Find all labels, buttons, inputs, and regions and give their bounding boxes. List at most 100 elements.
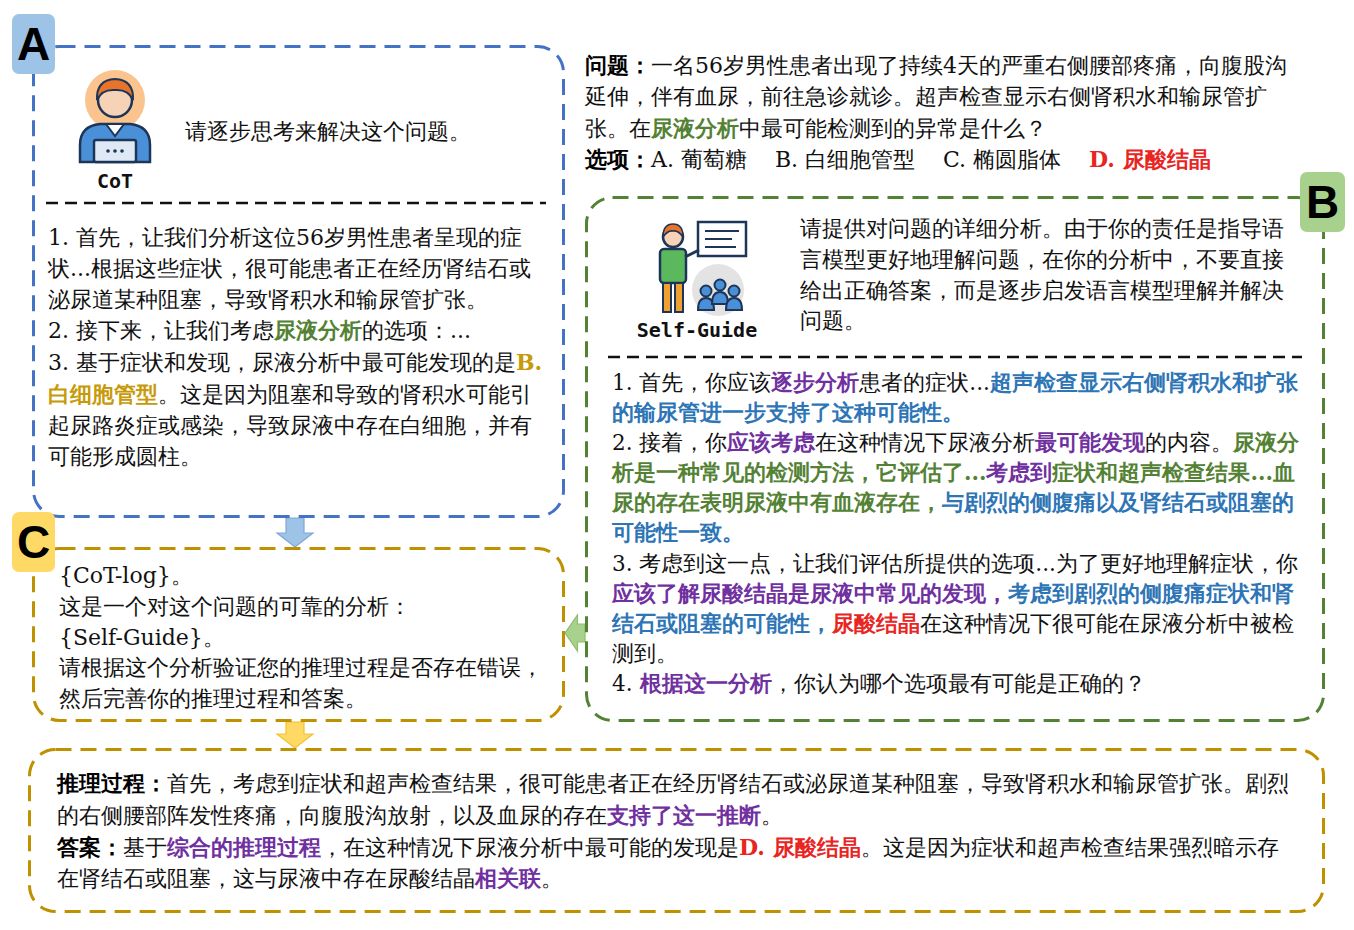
block-arrow [277,518,313,547]
text-paragraph: 2. 接下来，让我们考虑尿液分析的选项：... [48,315,548,347]
icon-teacher-leg [675,283,683,312]
panel-text: 支持了这一推断 [607,802,761,828]
panel-text: 3. 基于症状和发现，尿液分析中最可能发现的是 [48,350,516,375]
panel-text: 3. 考虑到这一点，让我们评估所提供的选项...为了更好地理解症状，你 [612,551,1298,576]
panel-text: 请根据这个分析验证您的推理过程是否存在错误，然后完善你的推理过程和答案。 [59,655,543,711]
question-text: 尿液分析 [651,115,739,141]
badge-letter: C [17,519,50,565]
icon-caption-block: CoT [65,167,165,195]
icon-teacher-arm [685,250,699,257]
text-paragraph: 推理过程：首先，考虑到症状和超声检查结果，很可能患者正在经历肾结石或泌尿道某种阻… [57,768,1297,832]
icon-dot [106,149,110,153]
dashed-border [30,750,1324,912]
panel-text-block: 请逐步思考来解决这个问题。 [185,117,545,148]
panel-text: 2. 接下来，让我们考虑 [48,318,274,343]
text-paragraph: 2. 接着，你应该考虑在这种情况下尿液分析最可能发现的内容。尿液分析是一种常见的… [612,428,1302,548]
icon-student-head [729,286,740,297]
panel-text: 2. 接着，你 [612,430,727,455]
text-paragraph: 4.根据这一分析，你认为哪个选项最有可能是正确的？ [612,669,1302,699]
question-text-block: 问题：一名56岁男性患者出现了持续4天的严重右侧腰部疼痛，向腹股沟延伸，伴有血尿… [585,50,1307,176]
panel-text: 逐步分析 [771,370,859,395]
panel-text: {CoT-log}。 [59,563,193,588]
dashed-border [587,198,1324,721]
icon-student-head [701,286,712,297]
self-guide-teacher-icon [660,222,746,316]
section-badge: C [12,512,55,572]
icon-backdrop [85,70,145,130]
text-paragraph: CoT [65,167,165,195]
panel-outline [585,196,1325,722]
block-arrow [277,722,313,748]
panel-text: 应该了解尿酸结晶是尿液中常见的发现， [612,581,1008,606]
panel-text: 1. 首先，你应该 [612,370,771,395]
panel-text: 相关联 [475,865,541,891]
panel-text: 这是一个对这个问题的可靠的分析： [59,594,411,619]
panel-text: 1. 首先，让我们分析这位56岁男性患者呈现的症状...根据这些症状，很可能患者… [48,225,531,312]
panel-text: 尿酸结晶 [832,611,920,636]
question-text: 问题： [585,52,651,78]
section-badge: A [12,14,55,74]
panel-text: 。 [761,803,783,828]
question-text: 中最可能检测到的异常是什么？ [739,116,1047,141]
text-paragraph: 3. 考虑到这一点，让我们评估所提供的选项...为了更好地理解症状，你应该了解尿… [612,549,1302,669]
cot-user-icon [80,70,150,162]
text-paragraph: 问题：一名56岁男性患者出现了持续4天的严重右侧腰部疼痛，向腹股沟延伸，伴有血尿… [585,50,1307,144]
dashed-border [34,549,564,721]
text-paragraph: {Self-Guide}。 [59,623,547,654]
text-paragraph: 请逐步思考来解决这个问题。 [185,117,545,148]
icon-dot [113,149,117,153]
icon-caption: CoT [97,169,133,193]
dashed-panel: Self-Guide 请提供对问题的详细分析。由于你的责任是指导语言模型更好地理解… [585,196,1325,722]
panel-text: 应该考虑 [727,430,815,455]
panel-text: 。 [541,866,563,891]
panel-text: ，在这种情况下尿液分析中最可能的发现是 [321,835,739,860]
panel-text-block: 1. 首先，你应该逐步分析患者的症状...超声检查显示右侧肾积水和扩张的输尿管进… [612,368,1302,699]
question-text: C. 椭圆脂体 [943,147,1061,172]
panel-text: 尿液分析 [274,317,362,343]
question-text: A. 葡萄糖 [651,147,747,172]
panel-text-block: {CoT-log}。这是一个对这个问题的可靠的分析： {Self-Guide}。请… [59,561,547,715]
dashed-separator [46,202,546,205]
text-paragraph: 3. 基于症状和发现，尿液分析中最可能发现的是B. 白细胞管型。这是因为阻塞和导… [48,347,548,472]
block-arrow [565,615,585,651]
text-paragraph: 1. 首先，让我们分析这位56岁男性患者呈现的症状...根据这些症状，很可能患者… [48,223,548,315]
panel-text: 的选项：... [362,318,471,343]
panel-text: 推理过程： [57,770,167,796]
panel-text: 根据这一分析 [640,671,772,696]
question-text: D. 尿酸结晶 [1089,146,1211,172]
dashed-border [34,47,564,517]
icon-teacher-hair [663,224,683,237]
text-paragraph: 请根据这个分析验证您的推理过程是否存在错误，然后完善你的推理过程和答案。 [59,653,547,715]
icon-laptop [94,140,136,162]
icon-board [698,222,746,256]
dashed-panel: 推理过程：首先，考虑到症状和超声检查结果，很可能患者正在经历肾结石或泌尿道某种阻… [28,748,1325,913]
panel-text: 答案： [57,834,123,860]
icon-dot [120,149,124,153]
panel-text: ，你认为哪个选项最有可能是正确的？ [772,671,1146,696]
dashed-panel: {CoT-log}。这是一个对这个问题的可靠的分析： {Self-Guide}。请… [32,547,565,722]
panel-text: D. 尿酸结晶 [739,834,861,860]
panel-text: 考虑到 [986,460,1052,485]
icon-teacher-body [660,249,686,283]
panel-text: 请提供对问题的详细分析。由于你的责任是指导语言模型更好地理解问题，在你的分析中，… [800,216,1284,333]
panel-text: {Self-Guide}。 [59,625,225,650]
text-paragraph: {CoT-log}。 [59,561,547,592]
icon-backdrop [692,264,744,316]
icon-student-head [715,280,726,291]
icon-board-line [705,230,739,232]
text-paragraph: 选项：A. 葡萄糖B. 白细胞管型C. 椭圆脂体D. 尿酸结晶 [585,144,1307,176]
icon-hair [97,79,133,100]
section-badge: B [1300,172,1345,232]
icon-board-line [705,246,736,248]
panel-text-block: 1. 首先，让我们分析这位56岁男性患者呈现的症状...根据这些症状，很可能患者… [48,223,548,472]
panel-text: 基于 [123,835,167,860]
panel-text-block: 推理过程：首先，考虑到症状和超声检查结果，很可能患者正在经历肾结石或泌尿道某种阻… [57,768,1297,895]
text-paragraph: Self-Guide [627,316,767,344]
panel-text: 综合的推理过程 [167,834,321,860]
panel-text: 最可能发现 [1035,430,1145,455]
question-text: 选项： [585,146,651,172]
text-paragraph: 这是一个对这个问题的可靠的分析： [59,592,547,623]
icon-caption: Self-Guide [637,318,757,342]
panel-text: 患者的症状... [859,370,990,395]
dashed-panel: CoT 请逐步思考来解决这个问题。 1. 首先，让我们分析这位56岁男性患者呈现的症… [32,45,565,518]
